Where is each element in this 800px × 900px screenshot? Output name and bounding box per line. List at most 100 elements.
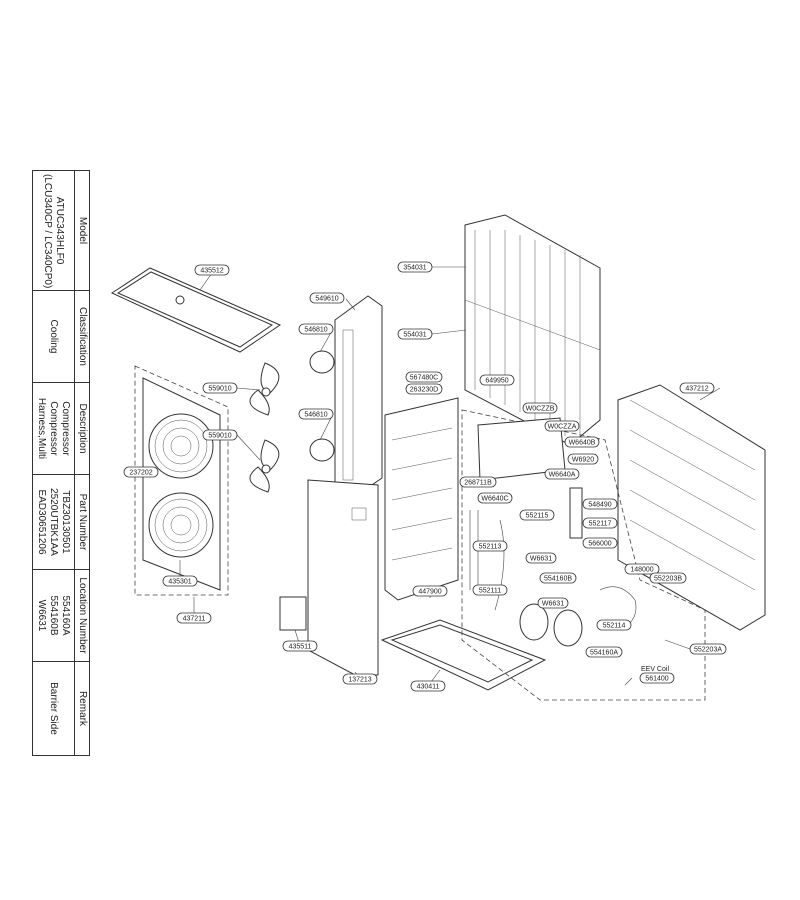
description-2: Compressor [48,400,60,456]
tag-435511: 435511 [282,640,318,652]
tag-554160a: 554160A [585,646,623,658]
location-number-1: 554160A [60,594,72,636]
label-237202: 237202 [129,470,152,477]
fan-motor-lower [309,438,335,462]
tag-435512: 435512 [194,264,230,276]
label-w6631-upper: W6631 [530,556,552,563]
tag-435301: 435301 [162,575,198,587]
description-3: Harness,Multi [36,397,48,459]
cell-description: Compressor Compressor Harness,Multi [32,382,75,474]
tag-552115: 552115 [519,509,555,521]
label-546810-upper: 546810 [304,327,327,334]
fan-upper [249,362,280,416]
label-554031: 554031 [403,332,426,339]
side-panel [307,479,379,676]
label-435511: 435511 [289,644,312,651]
parts-table: Model Classification Description Part Nu… [32,170,90,756]
part-number-3: EAD30651206 [36,488,48,555]
tag-548490: 548490 [582,498,618,510]
header-description: Description [74,382,90,474]
header-model: Model [74,170,90,290]
label-148000: 148000 [630,567,653,574]
tag-549610: 549610 [309,292,345,304]
tag-w6631-upper: W6631 [525,552,557,564]
tag-268711b: 268711B [459,476,497,488]
tag-567480c: 567480C [405,371,443,383]
header-classification: Classification [74,290,90,382]
tag-649950: 649950 [479,374,515,386]
header-remark: Remark [74,661,90,755]
tag-447900: 447900 [412,585,448,597]
partition-plate [384,397,459,601]
label-eev-coil: EEV Coil [641,666,669,673]
tag-561400: 561400 [639,672,675,684]
tag-552114: 552114 [596,619,632,631]
tag-559010-lower: 559010 [202,429,238,441]
label-554160a: 554160A [590,650,618,657]
tag-237202: 237202 [123,466,159,478]
label-268711b: 268711B [464,480,492,487]
rear-grille-panel [617,384,766,631]
header-location-number: Location Number [74,569,90,661]
label-w0czzb: W0CZZB [526,406,555,413]
location-number-2: 554160B [48,594,60,636]
top-cover [110,267,282,353]
label-w6640a: W6640A [549,472,576,479]
fan-motor-upper [309,350,335,374]
label-447900: 447900 [418,589,441,596]
label-263230d: 263230D [410,387,438,394]
tag-552203a: 552203A [689,643,727,655]
service-cover [279,596,307,631]
cell-classification: Cooling [32,290,75,382]
location-number-3: W6631 [36,599,48,631]
label-559010-upper: 559010 [208,386,231,393]
model-variants: (LCU340CP / LC340CP0) [42,173,54,288]
label-559010-lower: 559010 [208,433,231,440]
tag-w6640a: W6640A [544,468,580,480]
tag-566000: 566000 [582,537,618,549]
tag-263230d: 263230D [405,383,443,395]
tag-w6920: W6920 [567,453,599,465]
tag-354031: 354031 [397,261,433,273]
label-552203b: 552203B [654,576,682,583]
tag-148000: 148000 [624,563,660,575]
label-354031: 354031 [403,265,426,272]
tag-559010-upper: 559010 [202,382,238,394]
label-567480c: 567480C [410,375,438,382]
tag-554160b: 554160B [539,572,577,584]
label-548490: 548490 [588,502,611,509]
label-552113: 552113 [479,544,502,551]
tag-552111: 552111 [472,584,508,596]
tag-430411: 430411 [410,680,446,692]
exploded-parts-diagram: 435512 549610 354031 554031 546810 54681… [110,214,766,701]
motor-bracket [334,295,383,501]
label-435301: 435301 [168,579,191,586]
label-437212: 437212 [685,386,708,393]
label-649950: 649950 [485,378,508,385]
tag-554031: 554031 [397,328,433,340]
label-566000: 566000 [588,541,611,548]
label-137213: 137213 [348,677,371,684]
tag-552117: 552117 [582,517,618,529]
label-w6631-lower: W6631 [542,601,564,608]
tag-w6640b: W6640B [564,436,600,448]
part-number-1: TBZ30130501 [60,489,72,554]
label-552111: 552111 [479,588,501,595]
tag-546810-upper: 546810 [298,323,334,335]
label-552203a: 552203A [694,647,722,654]
cell-part-number: TBZ30130501 2520UTBK1AA EAD30651206 [32,474,75,569]
label-552117: 552117 [589,521,612,528]
tag-552113: 552113 [472,540,508,552]
parts-table-wrapper: Model Classification Description Part Nu… [32,170,90,755]
label-554160b: 554160B [544,576,572,583]
part-number-2: 2520UTBK1AA [48,487,60,556]
table-row: ATUC343HLF0 (LCU340CP / LC340CP0) Coolin… [32,170,75,755]
tag-552203b: 552203B [649,572,687,584]
label-430411: 430411 [417,684,440,691]
label-552115: 552115 [526,513,549,520]
label-437211: 437211 [183,616,206,623]
front-grille-panel [134,365,229,596]
label-435512: 435512 [200,268,223,275]
tag-w0czzb: W0CZZB [522,402,558,414]
fan-lower [249,439,280,493]
